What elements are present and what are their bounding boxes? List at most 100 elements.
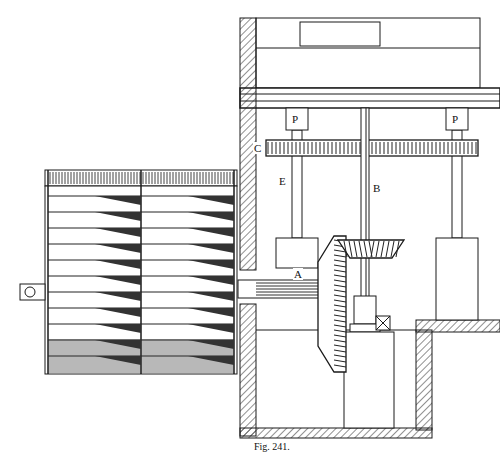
gear-tooth <box>272 142 273 154</box>
column-cap <box>446 108 468 130</box>
water-shade <box>48 366 234 367</box>
bevel-tooth <box>334 295 346 297</box>
paddle-shade <box>95 212 141 221</box>
bevel-tooth <box>334 345 346 347</box>
gear-tooth <box>436 142 437 154</box>
rim-hatch <box>128 172 129 184</box>
block-cross <box>376 316 390 330</box>
spur-gear <box>266 140 478 156</box>
shaft-shade <box>256 295 318 296</box>
ground <box>416 320 500 332</box>
gear-tooth <box>380 142 381 154</box>
shaft-shade <box>366 108 367 324</box>
pinion-tooth <box>371 241 374 257</box>
pinion-tooth <box>344 241 347 257</box>
gear-tooth <box>312 142 313 154</box>
pinion-tooth <box>359 241 362 257</box>
paddle <box>48 356 234 357</box>
bevel-tooth <box>334 340 346 342</box>
gear-tooth <box>324 142 325 154</box>
bevel-tooth <box>334 330 346 332</box>
gear-tooth <box>284 142 285 154</box>
gear-tooth <box>420 142 421 154</box>
gear-tooth <box>372 142 373 154</box>
rim-hatch <box>122 172 123 184</box>
bevel-tooth <box>334 300 346 302</box>
rim-hatch <box>161 172 162 184</box>
column-base <box>276 238 318 268</box>
paddle-shade <box>95 324 141 333</box>
water-wheel <box>45 186 237 374</box>
rim-hatch <box>212 172 213 184</box>
bevel-tooth <box>334 325 346 327</box>
gear-tooth <box>444 142 445 154</box>
gear-tooth <box>348 142 349 154</box>
water-shade <box>48 340 234 341</box>
paddle-shade <box>95 308 141 317</box>
bevel-tooth <box>334 315 346 317</box>
axle-collar <box>25 287 35 297</box>
bevel-tooth <box>334 305 346 307</box>
pinion-tooth <box>349 241 352 257</box>
gear-tooth <box>304 142 305 154</box>
water-shade <box>48 350 234 351</box>
rim-hatch <box>86 172 87 184</box>
rim-hatch <box>158 172 159 184</box>
rim-hatch <box>59 172 60 184</box>
pinion-tooth <box>391 241 394 257</box>
shaft-shade <box>256 286 318 287</box>
block-cross <box>376 316 390 330</box>
gear-tooth <box>268 142 269 154</box>
rim-hatch <box>224 172 225 184</box>
gear-tooth <box>416 142 417 154</box>
rim-hatch <box>146 172 147 184</box>
rim-hatch <box>218 172 219 184</box>
pit-floor <box>240 428 432 438</box>
rim-hatch <box>197 172 198 184</box>
rim-hatch <box>104 172 105 184</box>
gear-tooth <box>336 142 337 154</box>
water-shade <box>48 368 234 369</box>
rim-hatch <box>179 172 180 184</box>
rim-hatch <box>149 172 150 184</box>
rim-hatch <box>80 172 81 184</box>
rim-hatch <box>71 172 72 184</box>
rim-hatch <box>221 172 222 184</box>
water-shade <box>48 362 234 363</box>
water-shade <box>48 356 234 357</box>
rim-hatch <box>74 172 75 184</box>
bevel-tooth <box>334 285 346 287</box>
floor-line <box>256 48 480 49</box>
rim-hatch <box>173 172 174 184</box>
rim-hatch <box>134 172 135 184</box>
gear-tooth <box>276 142 277 154</box>
water-shade <box>48 372 234 373</box>
rim-hatch <box>65 172 66 184</box>
horizontal-shaft <box>238 280 326 298</box>
rim-hatch <box>110 172 111 184</box>
pinion-tooth <box>381 241 384 257</box>
part-letter: B <box>372 182 381 194</box>
part-letter: E <box>278 175 287 187</box>
gear-tooth <box>328 142 329 154</box>
gear-tooth <box>412 142 413 154</box>
gear-tooth <box>476 142 477 154</box>
pinion-tooth <box>364 241 367 257</box>
part-letter: P <box>451 113 459 125</box>
gear-tooth <box>472 142 473 154</box>
shaft-shade <box>256 292 318 293</box>
water-shade <box>48 348 234 349</box>
pinion-tooth <box>354 241 357 257</box>
gear-tooth <box>464 142 465 154</box>
gear-tooth <box>308 142 309 154</box>
rim-hatch <box>116 172 117 184</box>
pinion-tooth <box>376 241 379 257</box>
water-shade <box>48 344 234 345</box>
bevel-tooth <box>334 350 346 352</box>
water-shade <box>48 352 234 353</box>
pinion-tooth <box>386 241 389 257</box>
gear-tooth <box>292 142 293 154</box>
rim-hatch <box>98 172 99 184</box>
rim-hatch <box>143 172 144 184</box>
rim-hatch <box>185 172 186 184</box>
